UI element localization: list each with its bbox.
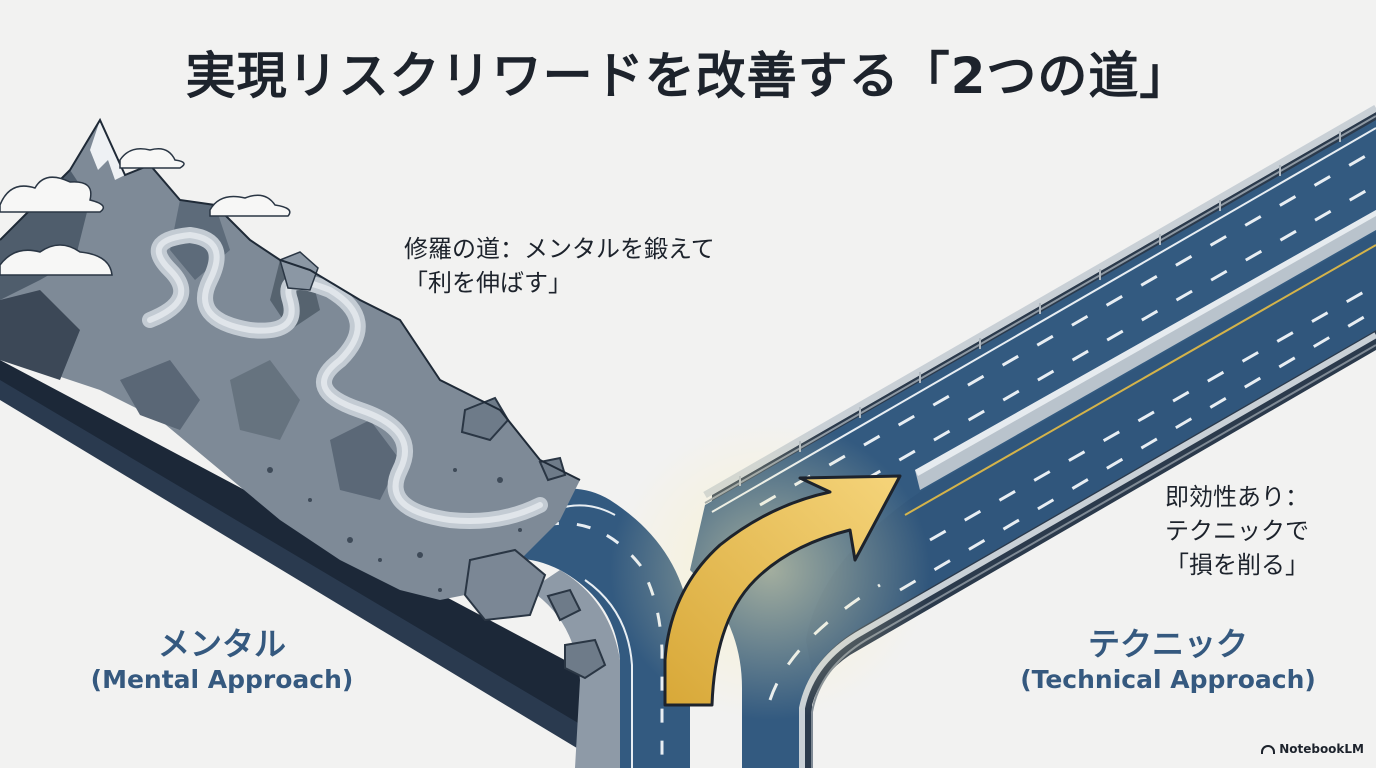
technical-label-en: (Technical Approach) [1020,665,1316,694]
mental-label-en: (Mental Approach) [90,665,354,694]
curved-arrow-icon [610,420,930,720]
technical-path-note: 即効性あり： テクニックで 「損を削る」 [1165,480,1309,582]
brand-logo: NotebookLM [1261,742,1364,756]
technical-note-line1: 即効性あり： [1165,483,1309,511]
mental-path-note: 修羅の道：メンタルを鍛えて 「利を伸ばす」 [404,232,715,300]
clouds [0,148,291,276]
technical-note-line3: 「損を削る」 [1165,551,1309,579]
technical-label-jp: テクニック [1087,625,1248,663]
technical-note-line2: テクニックで [1165,517,1309,545]
notebooklm-icon [1261,744,1276,754]
brand-name: NotebookLM [1279,742,1364,756]
technical-label: テクニック (Technical Approach) [1008,624,1328,696]
page-title: 実現リスクリワードを改善する「2つの道」 [185,47,1191,105]
mental-label-jp: メンタル [157,625,286,663]
mental-note-line2: 「利を伸ばす」 [404,269,572,297]
mental-note-line1: 修羅の道：メンタルを鍛えて [404,235,715,263]
mental-label: メンタル (Mental Approach) [62,624,382,696]
mountain [0,117,607,680]
mountain-deck [0,360,640,768]
